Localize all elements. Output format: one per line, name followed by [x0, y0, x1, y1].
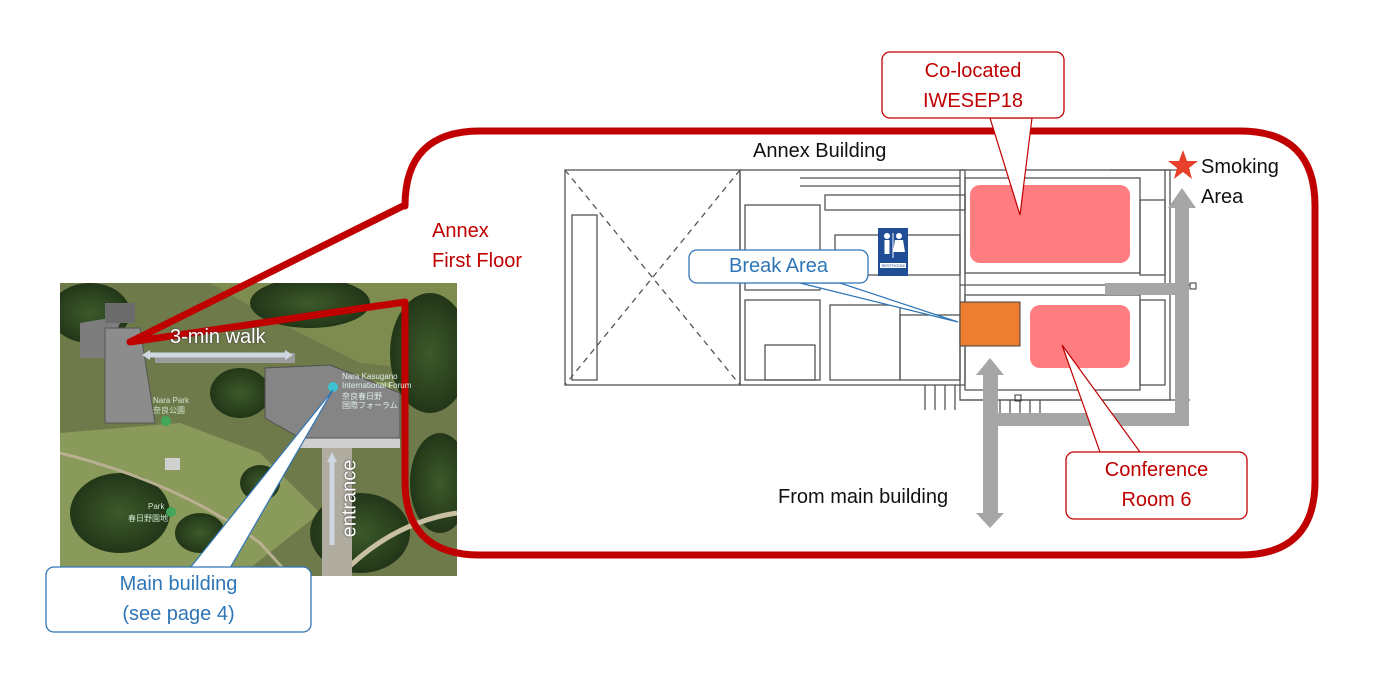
colocated-callout-line2: IWESEP18 — [922, 90, 1024, 112]
park-label-jp: 奈良公園 — [153, 406, 185, 415]
break-area-block — [959, 301, 1021, 347]
park-label-en: Nara Park — [153, 396, 190, 405]
colocated-callout-box — [881, 51, 1065, 119]
colocated-room — [970, 185, 1130, 263]
forum-label-en2: International Forum — [342, 381, 412, 390]
walk-label: 3-min walk — [170, 326, 266, 348]
main-building-callout-line2: (see page 4) — [122, 603, 235, 625]
restroom-label: RESTROOM — [881, 263, 905, 268]
main-building-callout-line1: Main building — [119, 573, 238, 595]
annex-floor-label-1: Annex — [432, 220, 489, 242]
satellite-map — [60, 283, 457, 576]
forum-label-jp1: 奈良春日野 — [342, 392, 382, 401]
star-icon — [1168, 150, 1198, 179]
conference-callout-line1: Conference — [1104, 459, 1209, 481]
annex-floor-label-2: First Floor — [432, 250, 522, 272]
conference-callout-line2: Room 6 — [1121, 489, 1192, 511]
main-building-callout-box — [45, 566, 312, 633]
smoking-area-label-2: Area — [1201, 186, 1244, 208]
break-area-callout-box — [688, 249, 869, 284]
forum-label-jp2: 国際フォーラム — [342, 401, 398, 410]
colocated-callout-line1: Co-located — [924, 60, 1022, 82]
annex-callout-frame — [126, 127, 1319, 559]
conference-room-6 — [1030, 305, 1130, 368]
smoking-area-label-1: Smoking — [1201, 156, 1279, 178]
entrance-label: entrance — [338, 459, 361, 538]
forum-label-en1: Nara Kasugano — [342, 372, 398, 381]
park2-label-en: Park — [148, 502, 165, 511]
conference-callout-box — [1065, 451, 1248, 520]
from-main-building-label: From main building — [778, 486, 949, 508]
break-area-callout: Break Area — [729, 255, 828, 277]
park2-label-jp: 春日野園地 — [128, 514, 168, 523]
restroom-icon — [878, 228, 908, 276]
annex-building-title: Annex Building — [753, 140, 887, 162]
